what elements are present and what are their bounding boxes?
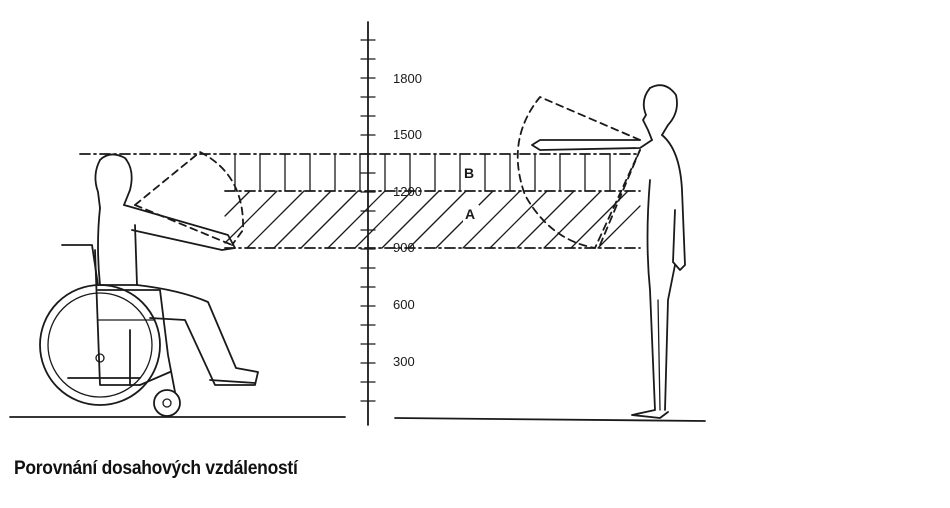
zone-a-hatch-line [246,190,305,249]
zone-a-hatch-line [300,190,359,249]
zone-a-hatch-line [408,190,467,249]
zone-a-hatch-line [327,190,386,249]
height-scale: 1800 1500 1200 900 600 300 [360,21,422,426]
zone-a-hatch-line [516,190,575,249]
wheelchair-reach-arc [134,151,244,246]
zone-a-hatch-line [597,205,641,249]
wheelchair-user-figure [39,153,259,417]
zone-a-hatch-line [354,190,413,249]
zone-a-hatch [224,190,641,249]
zone-a-hatch-line [462,190,521,249]
zone-b-bars [234,153,611,192]
zone-a-hatch-line [224,190,251,217]
wheelchair-reach-arc-inner [134,204,233,246]
standing-person-figure [531,84,686,419]
tick-label-300: 300 [393,354,415,369]
tick-label-1800: 1800 [393,71,422,86]
tick-label-1500: 1500 [393,127,422,142]
ground-line-right [394,417,706,422]
zone-a-hatch-line [543,190,602,249]
standing-reach-arc-inner [599,149,641,246]
tick-label-600: 600 [393,297,415,312]
tick-label-900: 900 [393,240,415,255]
zone-b-label: B [464,165,474,181]
zone-a-hatch-line [381,190,440,249]
zone-a-label: A [465,206,475,222]
zone-a-hatch-line [224,190,278,244]
standing-reach-arc [516,96,641,249]
zone-a-hatch-line [273,190,332,249]
figure-caption: Porovnání dosahových vzdáleností [14,458,298,479]
zone-a-hatch-line [489,190,548,249]
scale-tick-labels: 1800 1500 1200 900 600 300 [393,71,422,369]
